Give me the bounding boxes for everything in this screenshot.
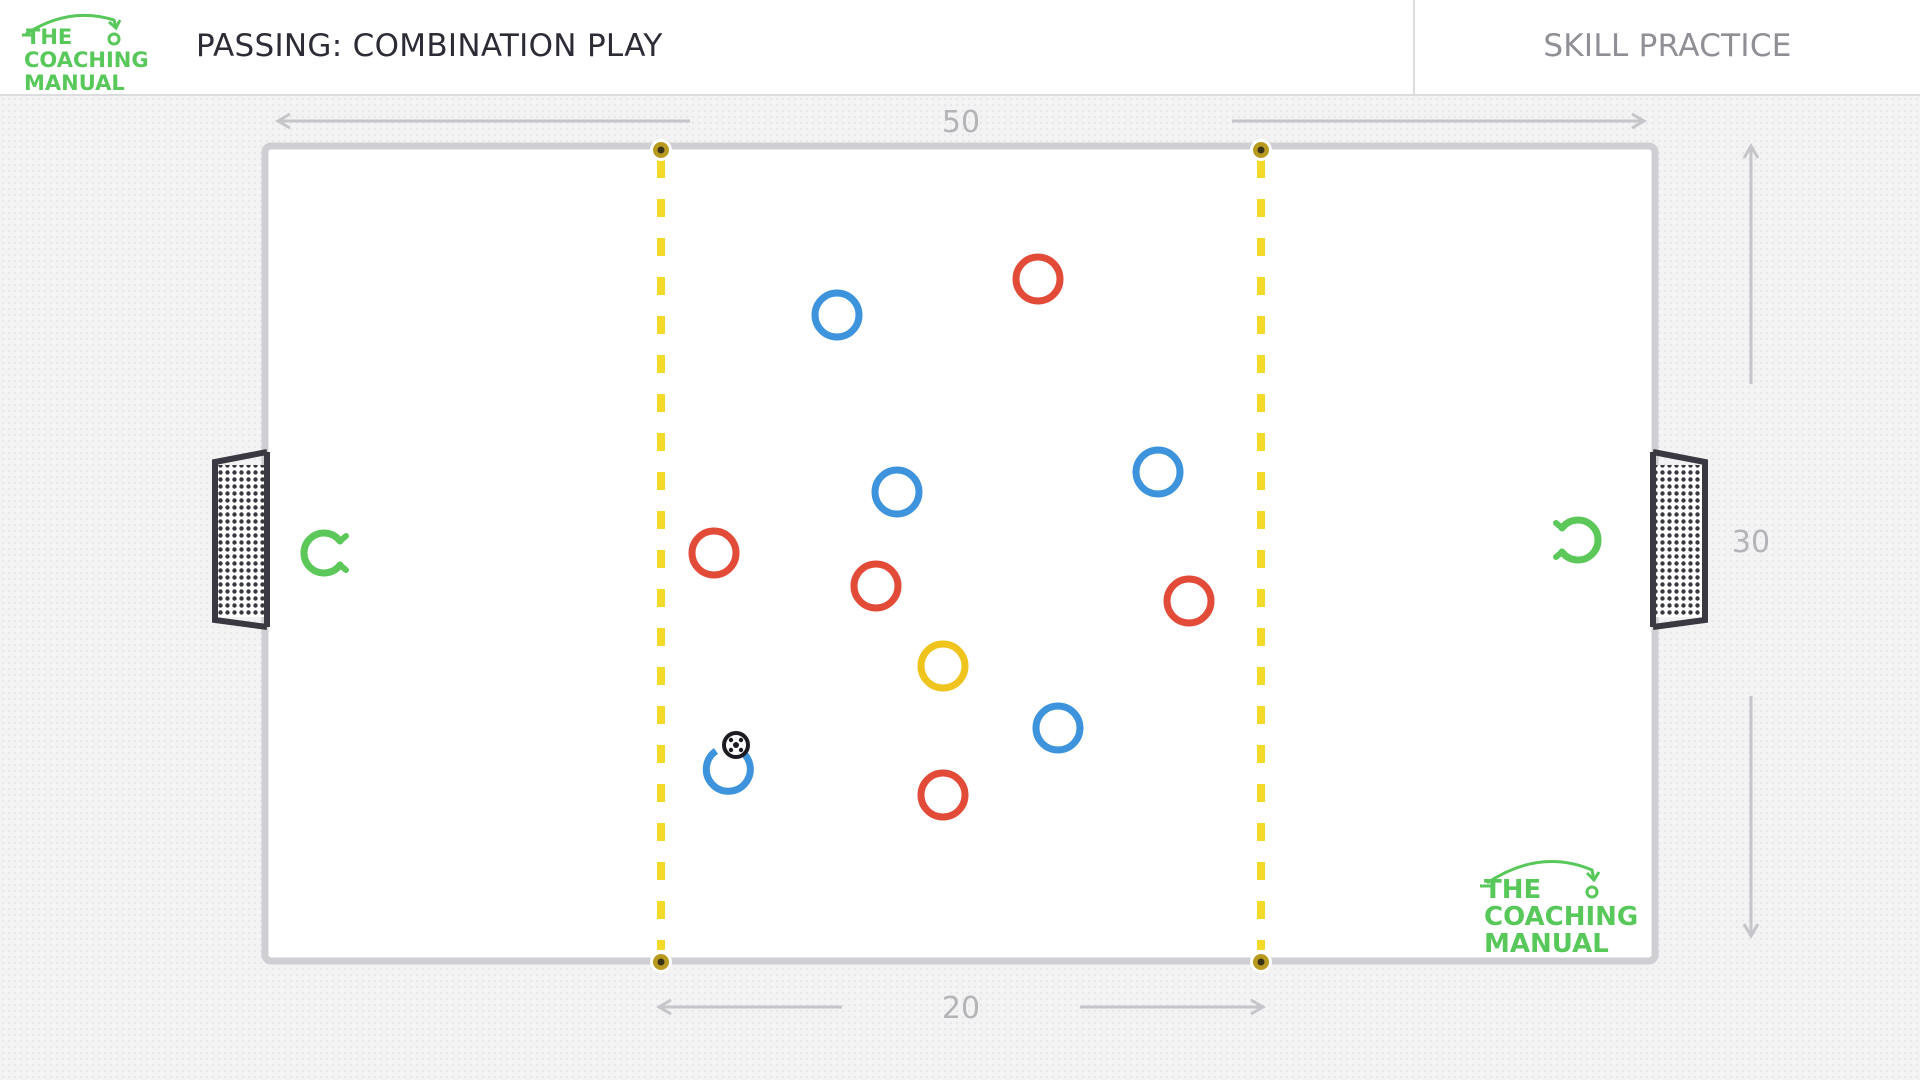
player-red-5	[917, 769, 969, 821]
pitch-boundary	[261, 142, 1659, 965]
logo-line-3: MANUAL	[24, 71, 125, 95]
player-blue-3	[1132, 446, 1184, 498]
goalkeeper-left	[300, 529, 344, 577]
width-label: 30	[1732, 525, 1770, 560]
goalkeeper-right-marker	[1553, 520, 1565, 560]
length-label: 50	[942, 105, 980, 140]
cone-top-left	[650, 139, 672, 161]
dimension-width: 30	[1732, 143, 1770, 939]
goal-left	[212, 449, 270, 630]
player-neutral-1	[917, 640, 969, 692]
logo-line-1: THE	[26, 25, 72, 49]
player-red-4	[1163, 575, 1215, 627]
player-blue-4	[1032, 702, 1084, 754]
cone-bottom-left	[650, 951, 672, 973]
header-bar: THE COACHING MANUAL PASSING: COMBINATION…	[0, 0, 1920, 96]
player-red-2	[688, 527, 740, 579]
coaching-manual-watermark: THE COACHING MANUAL	[1480, 860, 1638, 959]
goal-right	[1650, 449, 1708, 630]
goalkeeper-right	[1558, 516, 1602, 564]
player-blue-5	[702, 746, 754, 795]
player-blue-1	[811, 289, 863, 341]
player-blue-2	[871, 466, 923, 518]
player-red-3	[850, 560, 902, 612]
dimension-zone: 20	[656, 991, 1266, 1026]
cone-top-right	[1250, 139, 1272, 161]
practice-type-label: SKILL PRACTICE	[1543, 28, 1792, 64]
drill-title: PASSING: COMBINATION PLAY	[196, 28, 663, 64]
player-red-1	[1012, 253, 1064, 305]
soccer-ball-icon	[722, 731, 750, 759]
header-divider	[1413, 0, 1415, 96]
goalkeeper-left-marker	[337, 533, 349, 573]
watermark-line-3: MANUAL	[1484, 929, 1609, 959]
dimension-length: 50	[275, 105, 1647, 140]
zone-label: 20	[942, 991, 980, 1026]
coaching-manual-logo: THE COACHING MANUAL	[22, 13, 149, 95]
watermark-line-1: THE	[1484, 875, 1541, 905]
logo-line-2: COACHING	[24, 48, 149, 72]
cone-bottom-right	[1250, 951, 1272, 973]
watermark-line-2: COACHING	[1484, 902, 1638, 932]
